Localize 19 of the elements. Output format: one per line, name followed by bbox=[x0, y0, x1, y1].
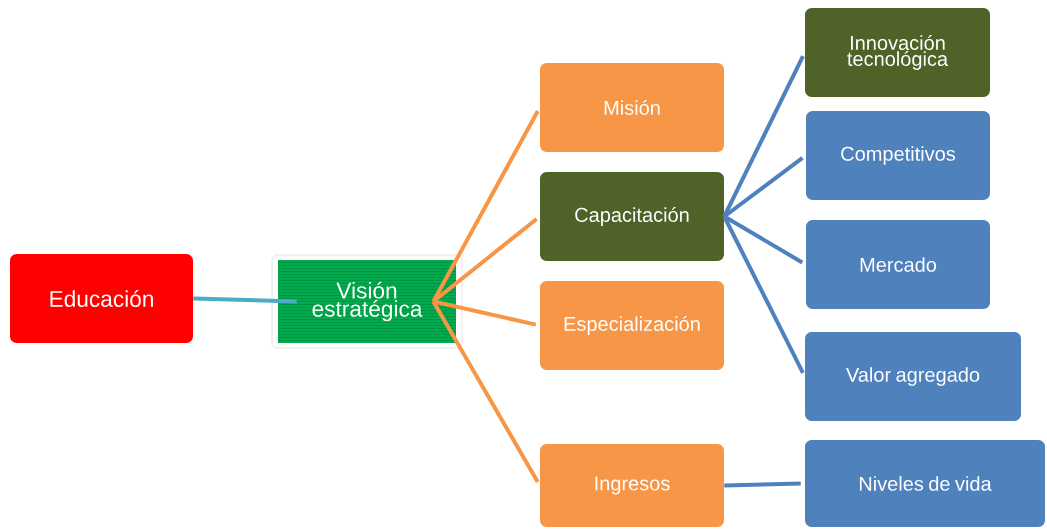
connector-line bbox=[432, 299, 537, 327]
process-box: Competitivos bbox=[806, 111, 990, 200]
process-box: Especialización bbox=[540, 281, 724, 370]
process-box: Mercado bbox=[806, 220, 990, 309]
connector-line bbox=[722, 215, 805, 374]
process-box: Niveles de vida bbox=[805, 440, 1045, 527]
process-box: Educación bbox=[10, 254, 193, 343]
process-box: Valor agregado bbox=[805, 332, 1021, 421]
connector-line bbox=[722, 55, 805, 218]
process-box: Misión bbox=[540, 63, 724, 152]
connector-line bbox=[431, 110, 540, 303]
process-box: Innovación tecnológica bbox=[805, 8, 990, 97]
striped-box: Visión estratégica bbox=[271, 254, 463, 349]
connector-line bbox=[432, 217, 538, 304]
process-box: Capacitación bbox=[540, 172, 724, 261]
connector-line bbox=[193, 296, 297, 304]
connector-line bbox=[431, 300, 540, 484]
connector-line bbox=[724, 481, 801, 488]
process-box: Ingresos bbox=[540, 444, 724, 527]
